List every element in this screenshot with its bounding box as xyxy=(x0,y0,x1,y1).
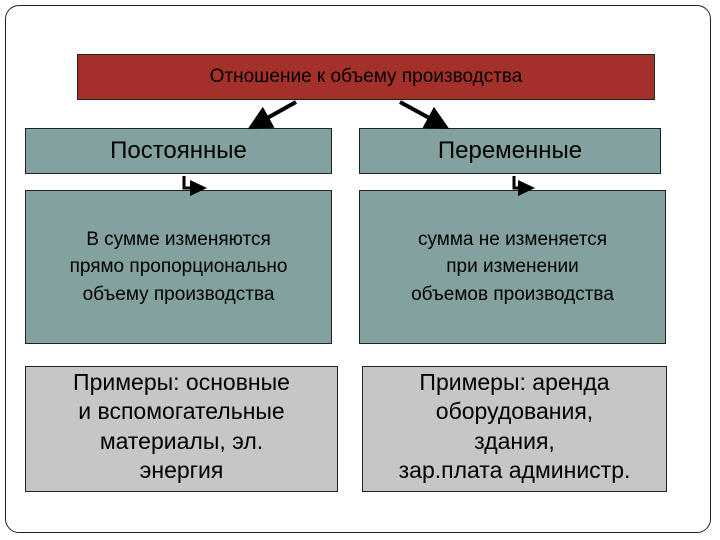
variable-costs-header-box: Переменные xyxy=(359,128,661,174)
slide-frame xyxy=(5,5,711,533)
arrow-to-fixed xyxy=(247,100,297,129)
example-line: и вспомогательные xyxy=(78,398,285,425)
description-line: прямо пропорционально xyxy=(69,256,288,278)
example-line: Примеры: основные xyxy=(73,369,290,395)
fixed-costs-description-box: В сумме изменяются прямо пропорционально… xyxy=(25,190,332,344)
variable-costs-description-box: сумма не изменяется при изменении объемо… xyxy=(359,190,666,344)
example-line: оборудования, xyxy=(435,398,594,425)
variable-costs-header: Переменные xyxy=(437,137,583,164)
description-line: при изменении xyxy=(446,256,579,278)
example-line: энергия xyxy=(139,457,224,484)
example-line: зар.плата администр. xyxy=(398,457,631,484)
example-line: здания, xyxy=(474,427,555,454)
elbow-arrowhead-left xyxy=(190,180,207,196)
diagram-title-box: Отношение к объему производства xyxy=(77,54,655,100)
fixed-costs-header-box: Постоянные xyxy=(25,128,332,174)
fixed-costs-header: Постоянные xyxy=(110,137,247,164)
description-line: В сумме изменяются xyxy=(86,228,271,250)
arrow-to-variable xyxy=(399,100,450,129)
elbow-arrowhead-right xyxy=(518,180,535,196)
description-line: объему производства xyxy=(82,283,275,305)
fixed-costs-examples-box: Примеры: основные и вспомогательные мате… xyxy=(25,366,338,492)
description-line: сумма не изменяется xyxy=(417,228,608,250)
example-line: Примеры: аренда xyxy=(419,369,610,395)
example-line: материалы, эл. xyxy=(99,427,264,454)
elbow-arrow-left xyxy=(182,176,192,190)
variable-costs-examples-box: Примеры: аренда оборудования, здания, за… xyxy=(362,366,667,492)
diagram-title: Отношение к объему производства xyxy=(209,66,523,87)
description-line: объемов производства xyxy=(411,283,614,305)
